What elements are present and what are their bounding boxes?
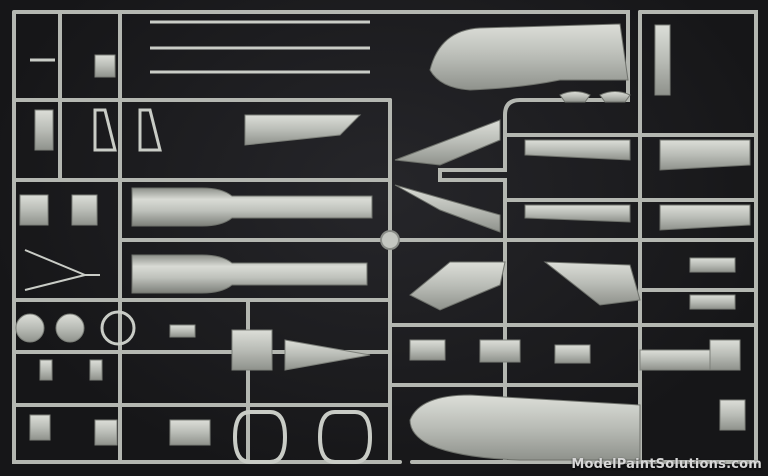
fuselage-lower: [409, 394, 641, 461]
sprue-hub: [380, 230, 400, 250]
part-frame-b: [138, 108, 162, 152]
small-parts-right: [409, 24, 746, 431]
small-parts-bottom-left: [29, 324, 211, 446]
part-panel-b: [71, 194, 98, 226]
ring-parts: [232, 410, 373, 464]
part-wedge: [244, 114, 362, 146]
rod-parts: [30, 20, 370, 74]
engine-tubes: [131, 187, 373, 294]
fuselage-upper: [429, 23, 629, 91]
part-seat: [34, 109, 54, 151]
part-cone: [284, 339, 371, 371]
part-frame-a: [93, 108, 117, 152]
watermark-text: ModelPaintSolutions.com: [571, 457, 762, 472]
wing-parts: [394, 91, 751, 311]
fuselage-parts: [409, 23, 641, 461]
round-parts: [15, 310, 371, 371]
part-strut: [24, 249, 100, 291]
part-panel-a: [19, 194, 49, 226]
tube-top: [131, 187, 373, 227]
tube-bottom: [131, 254, 368, 294]
small-parts-top-left: [19, 54, 362, 226]
part-cup: [94, 54, 116, 78]
